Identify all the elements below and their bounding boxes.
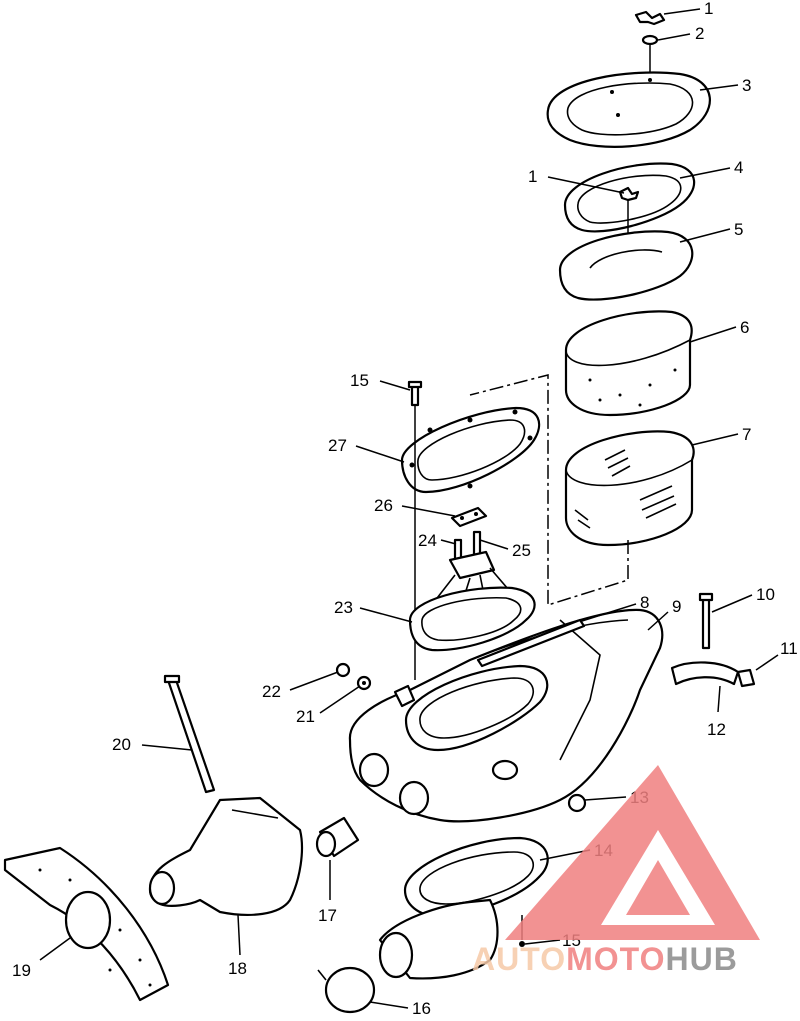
washer-top xyxy=(641,34,659,46)
label-part-25: 25 xyxy=(512,541,531,560)
filter-cap xyxy=(558,230,694,301)
pre-filter-foam xyxy=(564,310,693,417)
label-part-6: 6 xyxy=(740,318,749,337)
wing-nut-top xyxy=(634,10,666,26)
label-part-7: 7 xyxy=(742,425,751,444)
watermark-moto: MOTO xyxy=(566,941,665,977)
element-support-cage xyxy=(408,550,536,652)
label-part-8: 8 xyxy=(640,593,649,612)
duct-adapter xyxy=(315,816,360,858)
label-part-22: 22 xyxy=(262,682,281,701)
heat-shield xyxy=(3,846,170,1002)
washer-side xyxy=(356,675,372,691)
bracket-plate xyxy=(450,506,488,528)
watermark-auto: AUTO xyxy=(472,941,566,977)
label-part-2: 2 xyxy=(695,24,704,43)
part-number-labels: 1 2 3 1 4 5 6 7 15 27 26 24 25 23 8 9 10… xyxy=(12,0,798,1018)
label-part-26: 26 xyxy=(374,496,393,515)
label-part-17: 17 xyxy=(318,906,337,925)
label-part-1-top: 1 xyxy=(704,0,713,18)
label-part-4: 4 xyxy=(734,158,743,177)
lower-intake-duct xyxy=(378,898,499,980)
label-part-20: 20 xyxy=(112,735,131,754)
label-part-3: 3 xyxy=(742,76,751,95)
watermark-hub: HUB xyxy=(665,941,737,977)
label-part-12: 12 xyxy=(707,720,726,739)
nut-side xyxy=(335,662,351,678)
stud-right xyxy=(472,530,482,558)
label-part-1-center: 1 xyxy=(528,167,537,186)
flange-gasket xyxy=(400,406,541,494)
label-part-5: 5 xyxy=(734,220,743,239)
bolt-upper xyxy=(407,380,423,407)
label-part-18: 18 xyxy=(228,959,247,978)
label-part-21: 21 xyxy=(296,707,315,726)
intake-duct xyxy=(148,796,304,916)
label-part-11: 11 xyxy=(780,639,798,658)
svg-text:AUTOMOTOHUB: AUTOMOTOHUB xyxy=(472,941,738,977)
air-box-cover xyxy=(546,71,711,148)
vent-hose xyxy=(670,661,740,686)
label-part-24: 24 xyxy=(418,531,437,550)
watermark-triangle-core xyxy=(626,860,690,915)
bolt-side xyxy=(698,592,714,650)
vent-cap xyxy=(736,668,756,688)
air-box-housing xyxy=(348,608,664,823)
watermark-logo: AUTOMOTOHUB xyxy=(472,765,760,977)
label-part-19: 19 xyxy=(12,961,31,980)
label-part-27: 27 xyxy=(328,436,347,455)
rubber-strip xyxy=(476,618,586,668)
label-part-10: 10 xyxy=(756,585,775,604)
air-filter-element xyxy=(564,430,695,547)
nut-body xyxy=(567,793,587,813)
label-part-9: 9 xyxy=(672,597,681,616)
label-part-16: 16 xyxy=(412,999,431,1018)
label-part-23: 23 xyxy=(334,598,353,617)
duct-boot xyxy=(317,966,376,1014)
wing-nut-center xyxy=(618,186,640,202)
leader-lines xyxy=(39,8,779,1009)
long-bolt xyxy=(163,674,216,794)
label-part-15-upper: 15 xyxy=(350,371,369,390)
